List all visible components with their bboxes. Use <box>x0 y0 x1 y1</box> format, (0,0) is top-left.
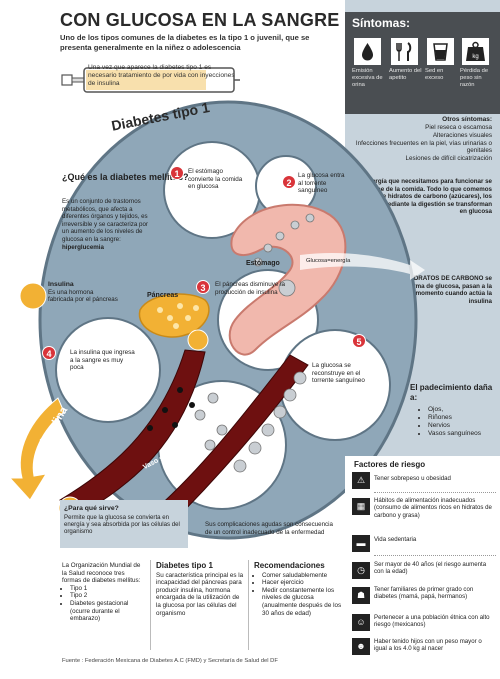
weight-icon: kg <box>462 38 489 65</box>
risk-item-text: Vida sedentaria <box>374 536 417 543</box>
glucose-explanation: Cuando los HIDRATOS DE CARBONO se encuen… <box>356 275 492 305</box>
risk-item-text: Hábitos de alimentación inadecuados (con… <box>374 497 492 519</box>
damage-item: Ojos, <box>428 406 481 414</box>
family-icon: ☗ <box>352 587 370 604</box>
insulin-text: Es una hormona fabricada por el páncreas <box>48 289 118 304</box>
risk-item-text: Haber tenido hijos con un peso mayor o i… <box>374 638 482 653</box>
purpose-text: Permite que la glucosa se convierta en e… <box>64 514 180 536</box>
symptom-label: Pérdida de peso sin razón <box>460 68 489 88</box>
risk-item-text: Tener familiares de primer grado con dia… <box>374 586 474 601</box>
symptom-label: Emisión excesiva de orina <box>352 68 383 88</box>
type1-title: Diabetes tipo 1 <box>156 561 213 570</box>
droplet-icon <box>354 38 381 65</box>
damage-item: Riñones <box>428 414 481 422</box>
damage-item: Vasos sanguíneos <box>428 430 481 438</box>
pancreas-label: Páncreas <box>147 292 179 299</box>
baby-icon: ☻ <box>352 638 370 655</box>
who-column: La Organización Mundial de la Salud reco… <box>62 562 144 623</box>
step-text: El estómago convierte la comida en gluco… <box>188 168 243 191</box>
damage-item: Nervios <box>428 422 481 430</box>
damage-title: El padecimiento daña a: <box>410 383 493 402</box>
recommendation-item: Comer saludablemente <box>262 572 342 580</box>
purpose-box <box>60 500 188 548</box>
step-text: La glucosa se reconstruye en el torrente… <box>312 362 365 385</box>
purpose-title: ¿Para qué sirve? <box>64 505 119 512</box>
step-text: El páncreas disminuye la producción de i… <box>215 281 286 296</box>
other-symptoms-list: Piel reseca o escamosa Alteraciones visu… <box>352 124 492 163</box>
hyperglycemia-term: hiperglucemia <box>62 243 104 251</box>
who-text: La Organización Mundial de la Salud reco… <box>62 562 141 585</box>
step-number: 5 <box>352 334 366 348</box>
other-symptom-item: Lesiones de difícil cicatrización <box>405 155 492 163</box>
step-number: 2 <box>282 175 296 189</box>
question-body: Es un conjunto de trastornos metabólicos… <box>62 198 148 243</box>
recommendation-item: Hacer ejercicio <box>262 579 342 587</box>
energy-explanation: La energía que necesitamos para funciona… <box>355 178 492 216</box>
age-icon: ◷ <box>352 562 370 579</box>
other-symptoms-title: Otros síntomas: <box>442 116 492 123</box>
complications-text: Sus complicaciones agudas son consecuenc… <box>205 521 333 536</box>
question-text: Es un conjunto de trastornos metabólicos… <box>62 198 154 251</box>
ethnic-icon: ☺ <box>352 614 370 631</box>
risk-factors-panel <box>345 456 500 666</box>
source-credit: Fuente : Federación Mexicana de Diabetes… <box>62 658 278 664</box>
damage-list: Ojos, Riñones Nervios Vasos sanguíneos <box>420 406 481 438</box>
risk-item-text: Tener sobrepeso u obesidad <box>374 475 451 482</box>
risk-factors-title: Factores de riesgo <box>354 460 426 469</box>
stomach-label: Estómago <box>246 260 280 267</box>
other-symptom-item: Alteraciones visuales <box>432 131 492 139</box>
question-title: ¿Qué es la diabetes mellitus? <box>62 172 189 182</box>
divider <box>248 560 249 650</box>
glass-icon <box>427 38 454 65</box>
divider <box>374 555 496 556</box>
symptoms-title: Síntomas: <box>352 16 411 30</box>
who-list: Tipo 1 Tipo 2 Diabetes gestacional (ocur… <box>62 585 144 623</box>
fork-knife-icon <box>391 38 418 65</box>
step-number: 3 <box>196 280 210 294</box>
who-item: Tipo 2 <box>70 592 144 600</box>
weight-unit-label: kg <box>472 54 478 60</box>
recommendations-column: Recomendaciones Comer saludablemente Hac… <box>254 562 342 617</box>
recommendations-list: Comer saludablemente Hacer ejercicio Med… <box>254 572 342 618</box>
step-text: La insulina que ingresa a la sangre es m… <box>70 349 135 372</box>
glucose-energy-label: Glucosa=energía <box>306 258 351 264</box>
syringe-illustration <box>61 67 240 93</box>
symptom-label: Aumento del apetito <box>389 68 422 81</box>
type1-column: Diabetes tipo 1 Su característica princi… <box>156 562 244 617</box>
step-number: 4 <box>42 346 56 360</box>
warning-icon: ⚠ <box>352 472 370 489</box>
page-subtitle: Uno de los tipos comunes de la diabetes … <box>60 33 310 52</box>
syringe-caption: Una vez que aparece la diabetes tipo 1 e… <box>88 64 235 88</box>
who-item: Diabetes gestacional (ocurre durante el … <box>70 600 144 623</box>
risk-item-text: Pertenecer a una población étnica con al… <box>374 614 490 629</box>
divider <box>374 492 496 493</box>
recommendation-item: Medir constantemente los niveles de gluc… <box>262 587 342 617</box>
symptom-label: Sed en exceso <box>425 68 444 81</box>
risk-item-text: Ser mayor de 40 años (el riesgo aumenta … <box>374 561 487 576</box>
step-number: 1 <box>170 166 184 180</box>
type1-text: Su característica principal es la incapa… <box>156 571 244 617</box>
who-item: Tipo 1 <box>70 585 144 593</box>
recommendations-title: Recomendaciones <box>254 561 325 570</box>
insulin-title: Insulina <box>48 281 74 288</box>
page-title: CON GLUCOSA EN LA SANGRE <box>60 10 340 30</box>
divider <box>150 560 151 650</box>
other-symptom-item: Infecciones frecuentes en la piel, vías … <box>355 139 492 155</box>
step-text: La glucosa entra al torrente sanguíneo <box>298 172 345 195</box>
sedentary-icon: ▬ <box>352 535 370 552</box>
other-symptom-item: Piel reseca o escamosa <box>425 124 492 131</box>
food-icon: ▦ <box>352 498 370 515</box>
